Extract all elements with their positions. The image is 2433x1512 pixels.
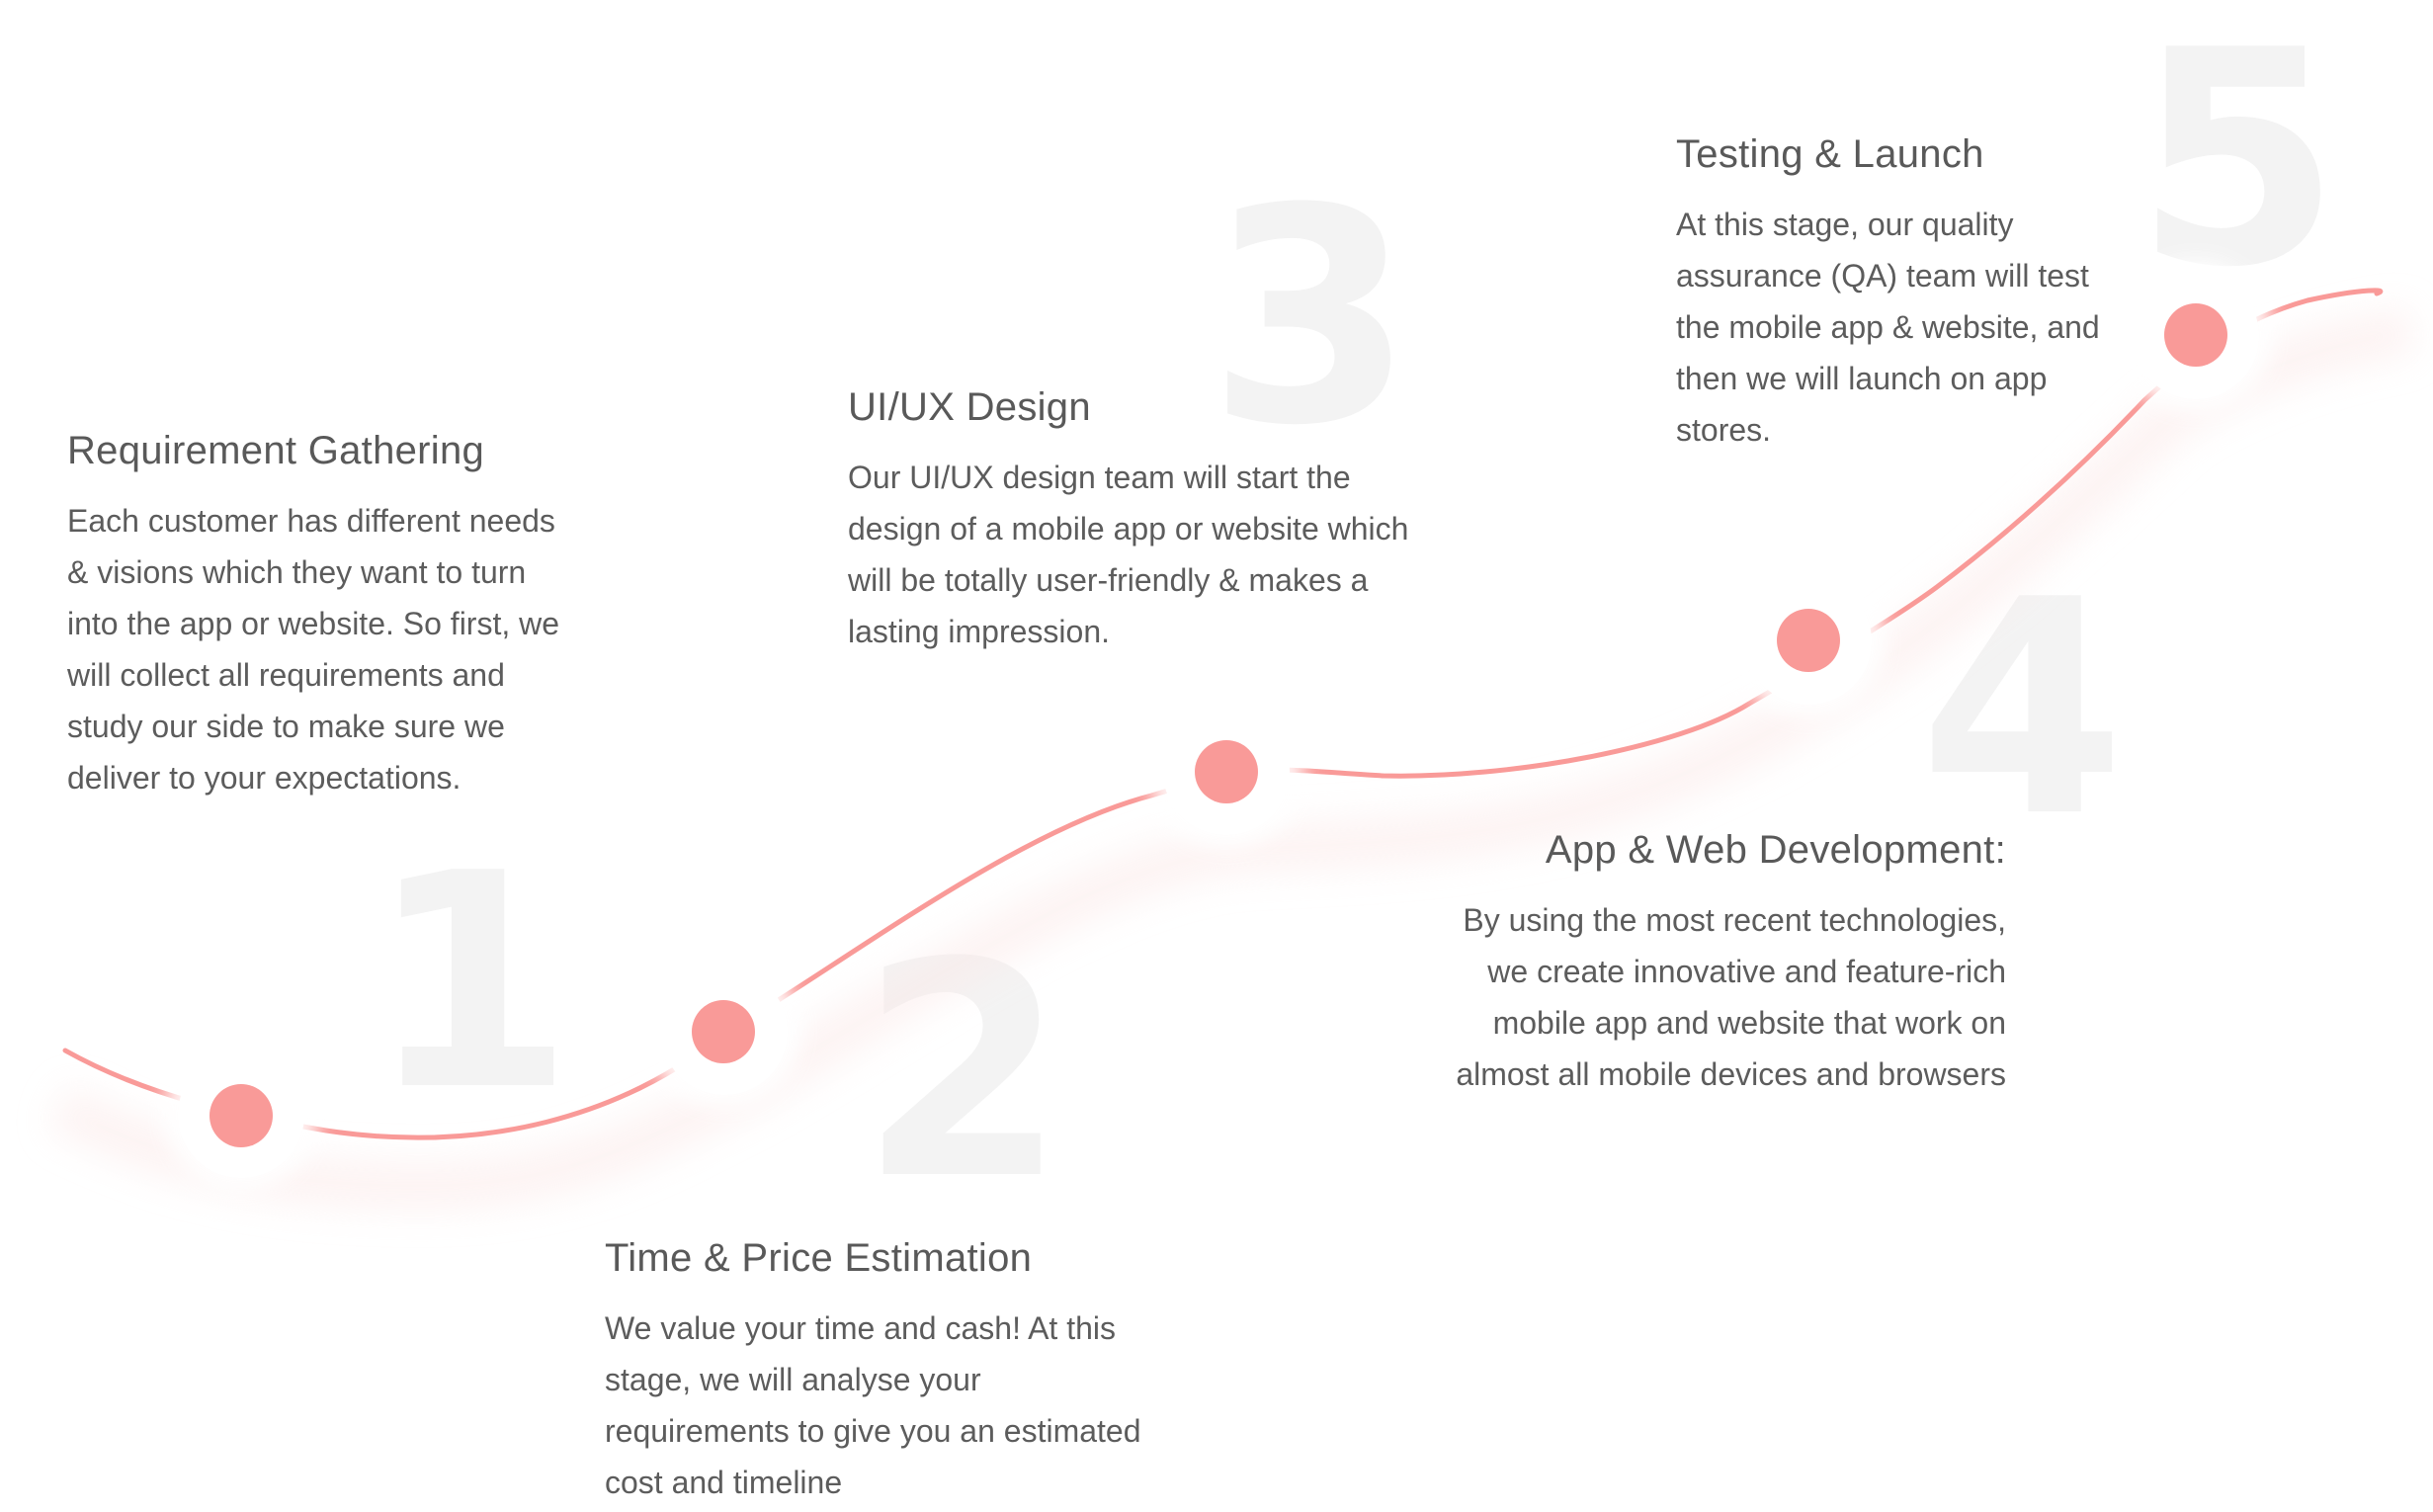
step-description: We value your time and cash! At this sta… — [605, 1310, 1141, 1500]
step-ui-ux-design: UI/UX Design Our UI/UX design team will … — [848, 385, 1480, 657]
step-title: Testing & Launch — [1676, 132, 1984, 176]
step-title: App & Web Development: — [1545, 828, 2006, 872]
marker-dot-1 — [210, 1084, 273, 1147]
marker-dot-5 — [2164, 303, 2227, 367]
step-number-5: 5 — [2135, 0, 2341, 332]
marker-dot-3 — [1195, 740, 1258, 803]
step-title: Requirement Gathering — [67, 429, 485, 472]
step-time-price-estimation: Time & Price Estimation We value your ti… — [605, 1236, 1217, 1508]
timeline-shadow — [48, 308, 2414, 1210]
step-number-1: 1 — [368, 810, 574, 1155]
step-description: At this stage, our quality assurance (QA… — [1676, 207, 2100, 448]
marker-dot-4 — [1777, 609, 1840, 672]
step-number-3: 3 — [1208, 145, 1414, 490]
step-title: UI/UX Design — [848, 385, 1091, 429]
step-title: Time & Price Estimation — [605, 1236, 1033, 1280]
step-testing-launch: Testing & Launch At this stage, our qual… — [1676, 132, 2190, 456]
step-description: Our UI/UX design team will start the des… — [848, 460, 1409, 649]
timeline-curve — [62, 288, 2384, 1140]
marker-dot-2 — [692, 1000, 755, 1063]
step-description: Each customer has different needs & visi… — [67, 503, 560, 796]
step-requirement-gathering: Requirement Gathering Each customer has … — [67, 429, 621, 803]
step-app-web-development: App & Web Development: By using the most… — [1364, 828, 2006, 1100]
step-description: By using the most recent technologies, w… — [1456, 902, 2006, 1092]
